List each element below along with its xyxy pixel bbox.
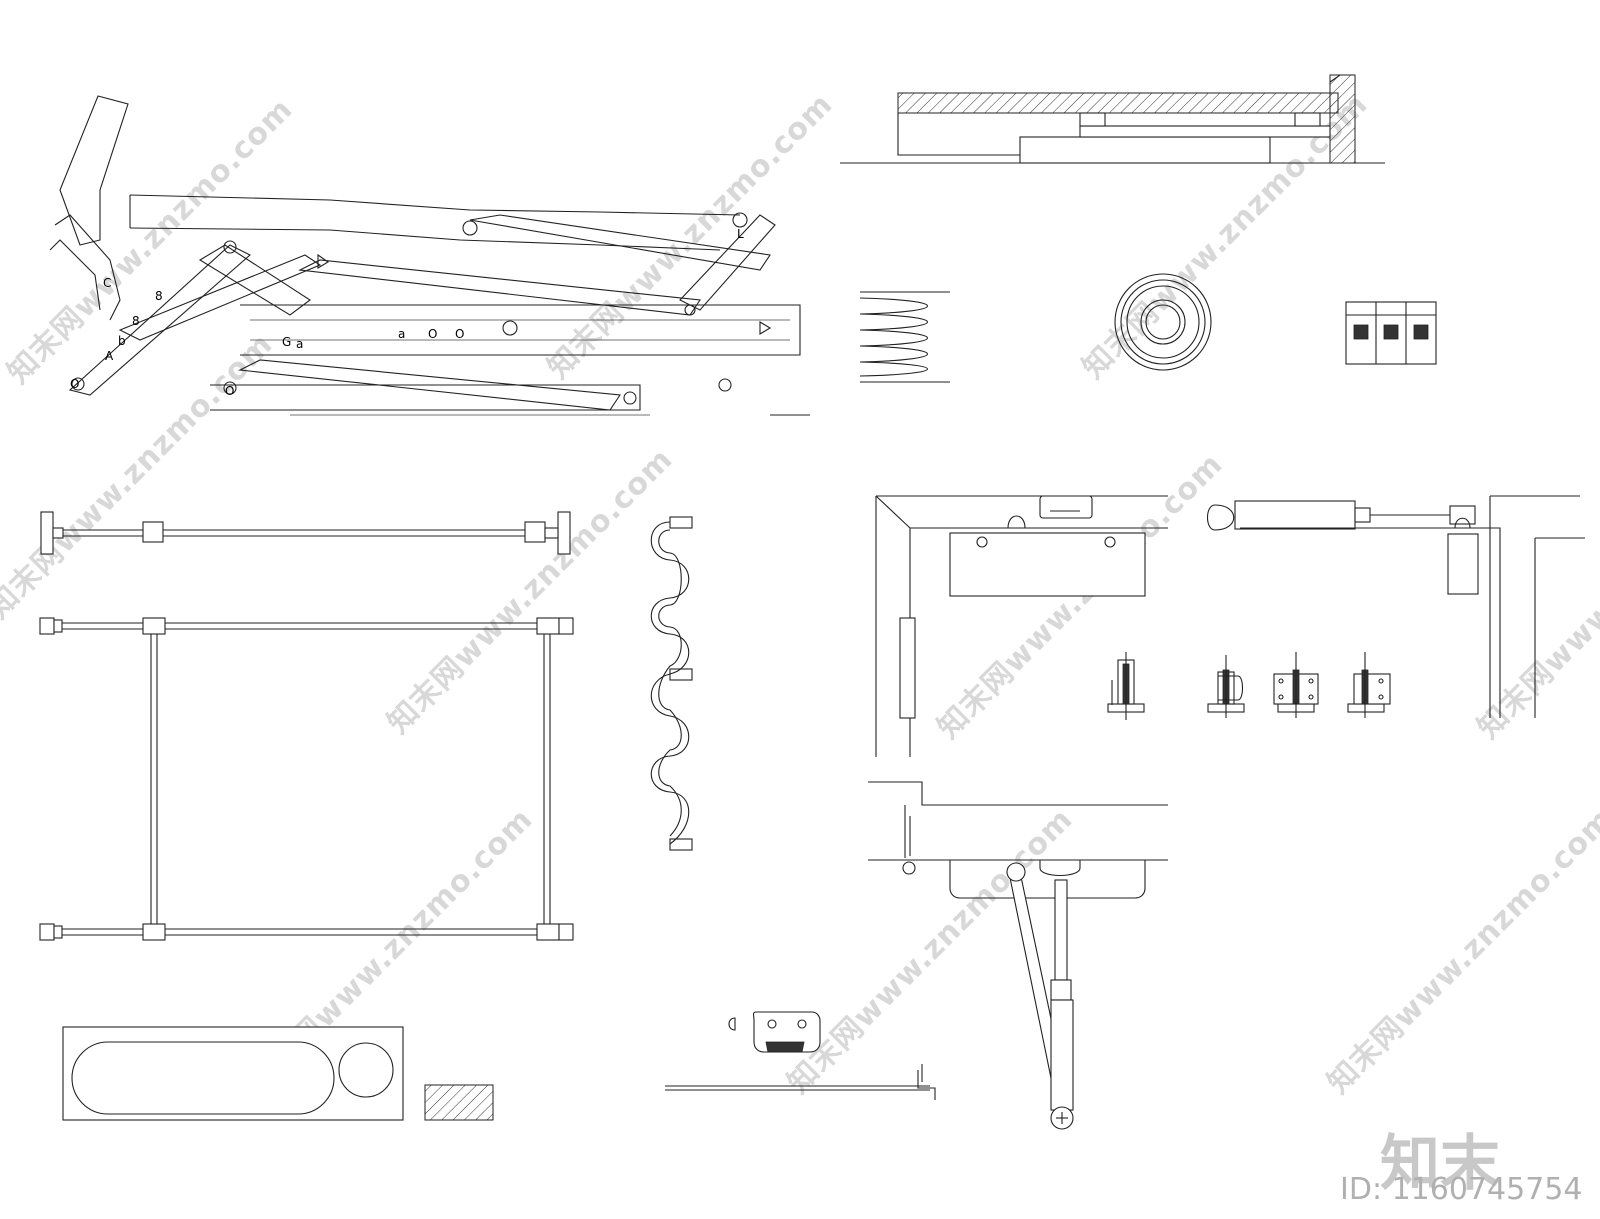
handle-plate: [62, 1026, 494, 1121]
arm-marker: G: [282, 335, 291, 349]
watermark-layer: 知末网www.znzmo.com 知末网www.znzmo.com 知末网www…: [0, 87, 1600, 1101]
hardware-part: [1347, 652, 1391, 718]
arm-marker: a: [398, 327, 405, 341]
watermark: 知末网www.znzmo.com: [1321, 802, 1600, 1101]
arm-marker: 8: [155, 289, 163, 303]
hanger-frame: [39, 617, 574, 941]
cabinet-door-hinge: [875, 495, 1585, 757]
arm-marker: O: [455, 327, 464, 341]
hinge-block: [1345, 301, 1437, 365]
arm-marker: a: [296, 337, 303, 351]
brand-logo: 知末: [1380, 1129, 1500, 1199]
arm-marker: A: [105, 349, 114, 363]
round-bumper: [1114, 273, 1212, 371]
hardware-part: [1107, 652, 1145, 720]
hardware-parts-row: [1107, 652, 1391, 720]
lift-stay-drawing: [868, 781, 1168, 1130]
watermark: 知末网www.znzmo.com: [381, 442, 680, 741]
hardware-part: [1207, 655, 1245, 718]
slide-clip: [665, 1011, 936, 1100]
arm-marker: C: [103, 276, 111, 290]
hardware-part: [1273, 652, 1319, 718]
arm-marker: b: [118, 334, 126, 348]
hanger-rail-top: [40, 511, 571, 555]
arm-marker: 8: [132, 314, 140, 328]
recliner-mechanism-drawing: C 8 b A 8 G a O a O O O L: [49, 95, 810, 416]
arm-marker: O: [428, 327, 437, 341]
drawer-slide-section: [840, 74, 1385, 164]
arm-marker: O: [70, 377, 79, 391]
coil-spring: [859, 291, 950, 383]
arm-marker: O: [225, 384, 234, 398]
watermark: 知末网www.znzmo.com: [541, 87, 840, 386]
arm-marker: L: [737, 227, 744, 241]
serpentine-spring: [650, 516, 693, 851]
image-id-label: ID: 1160745754: [1340, 1172, 1583, 1207]
